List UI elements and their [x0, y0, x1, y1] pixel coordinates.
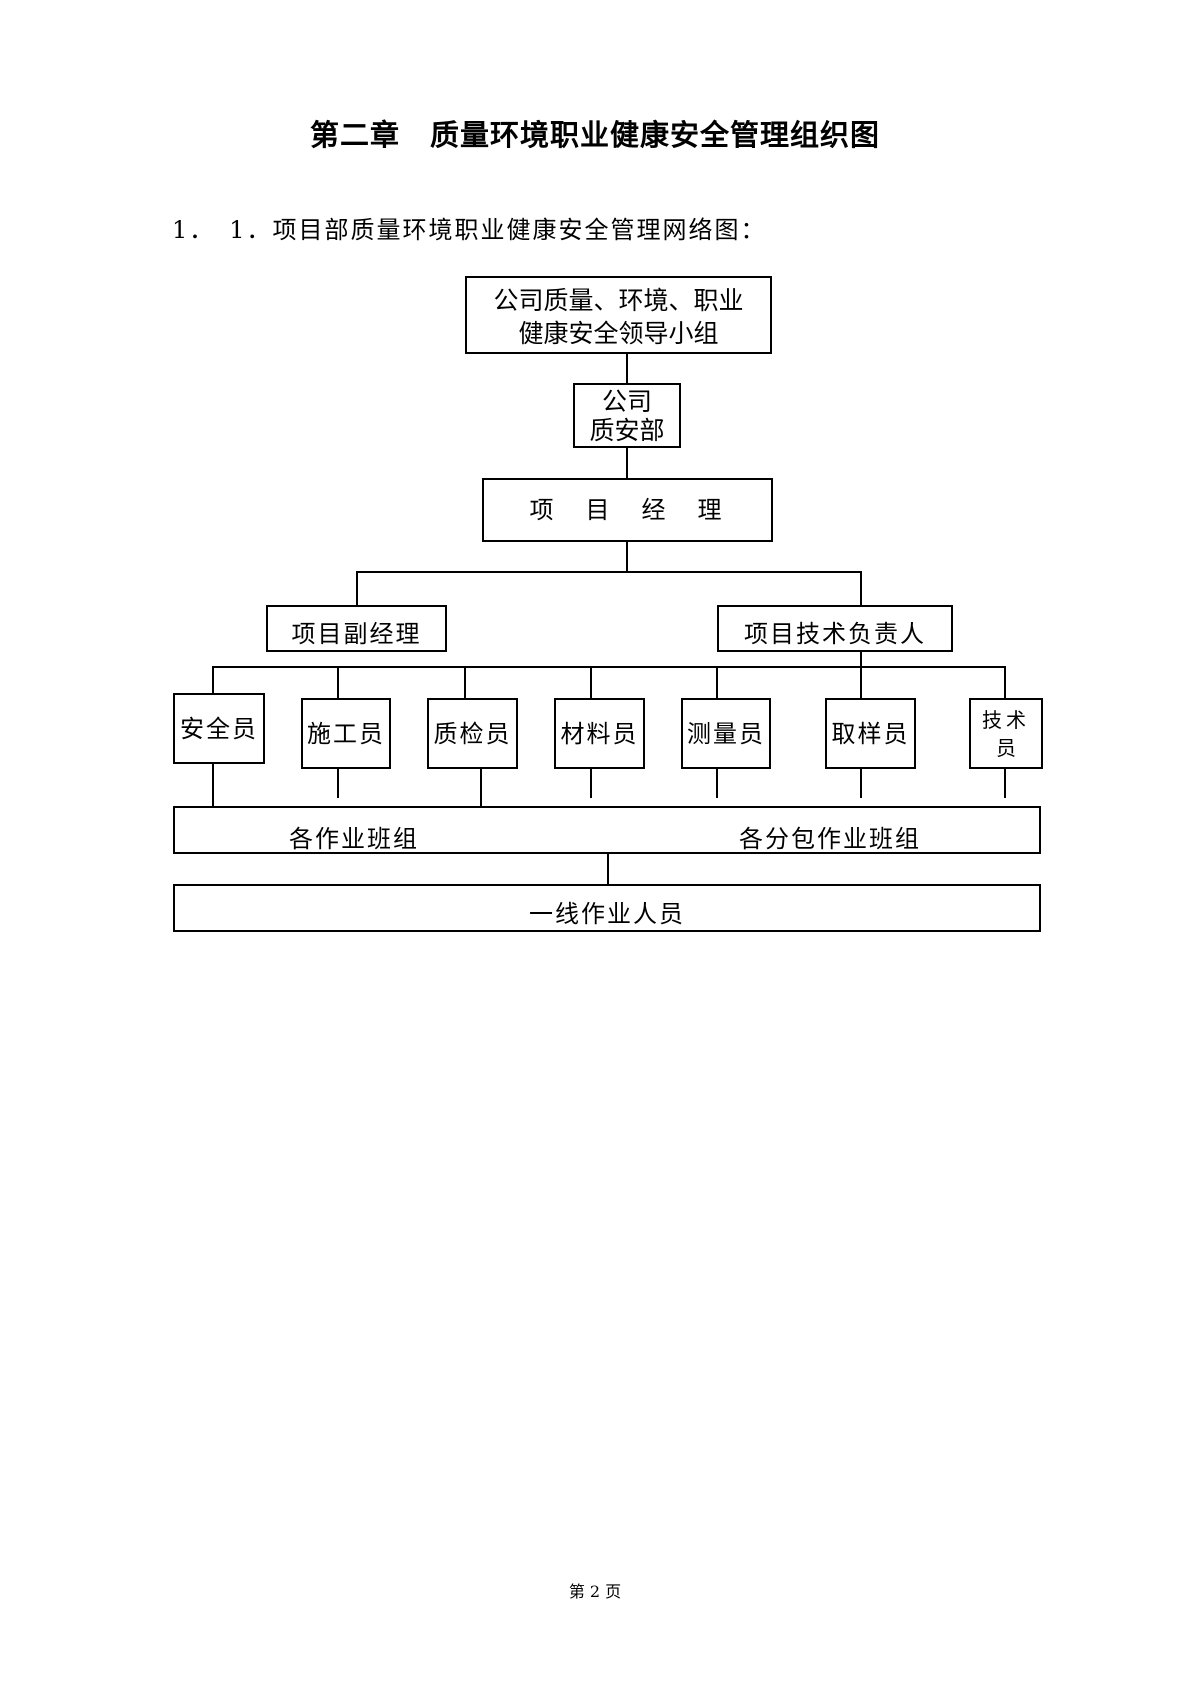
- staff-construction-label: 施工员: [307, 719, 385, 748]
- technical-lead-box: 项目技术负责人: [717, 605, 953, 652]
- qa-department-box: 公司 质安部: [573, 383, 681, 448]
- connector-line: [716, 666, 718, 698]
- work-teams-left-label: 各作业班组: [289, 825, 419, 853]
- staff-sampling-box: 取样员: [825, 698, 916, 769]
- staff-construction-box: 施工员: [301, 698, 391, 769]
- connector-line: [212, 762, 214, 806]
- connector-line: [626, 448, 628, 478]
- staff-quality-box: 质检员: [427, 698, 518, 769]
- staff-survey-label: 测量员: [687, 719, 765, 748]
- work-teams-right-label: 各分包作业班组: [739, 825, 921, 853]
- connector-line: [860, 650, 862, 698]
- leading-group-box: 公司质量、环境、职业健康安全领导小组: [465, 276, 772, 354]
- staff-survey-box: 测量员: [681, 698, 771, 769]
- connector-line: [212, 666, 1006, 668]
- staff-sampling-label: 取样员: [831, 719, 910, 748]
- project-manager-label: 项 目 经 理: [529, 496, 726, 524]
- section-heading: 1． 1．项目部质量环境职业健康安全管理网络图：: [172, 216, 767, 244]
- connector-line: [356, 571, 862, 573]
- connector-line: [626, 353, 628, 383]
- connector-line: [860, 767, 862, 798]
- connector-line: [590, 767, 592, 798]
- staff-technical-label-line1: 技术: [982, 707, 1030, 732]
- staff-technical-box: 技术 员: [969, 698, 1043, 769]
- staff-technical-label-line2: 员: [996, 735, 1016, 760]
- staff-materials-box: 材料员: [554, 698, 645, 769]
- connector-line: [716, 767, 718, 798]
- page-number: 第 2 页: [568, 1582, 622, 1601]
- staff-materials-label: 材料员: [560, 719, 639, 748]
- connector-line: [1004, 767, 1006, 798]
- project-manager-box: 项 目 经 理: [482, 478, 773, 542]
- frontline-staff-box: 一线作业人员: [173, 884, 1041, 932]
- connector-line: [356, 571, 358, 605]
- leading-group-label: 公司质量、环境、职业健康安全领导小组: [493, 286, 744, 348]
- work-teams-box: 各作业班组 各分包作业班组: [173, 806, 1041, 854]
- deputy-manager-label: 项目副经理: [291, 619, 422, 648]
- connector-line: [1004, 666, 1006, 698]
- qa-department-label-line1: 公司: [601, 386, 652, 416]
- qa-department-label-line2: 质安部: [589, 415, 665, 445]
- deputy-manager-box: 项目副经理: [266, 605, 447, 652]
- staff-quality-label: 质检员: [433, 719, 512, 748]
- technical-lead-label: 项目技术负责人: [744, 619, 926, 648]
- staff-safety-box: 安全员: [173, 693, 265, 764]
- staff-safety-label: 安全员: [180, 714, 258, 743]
- connector-line: [626, 540, 628, 572]
- connector-line: [607, 852, 609, 884]
- chapter-title: 第二章 质量环境职业健康安全管理组织图: [309, 118, 880, 152]
- connector-line: [337, 767, 339, 798]
- connector-line: [337, 666, 339, 698]
- frontline-staff-label: 一线作业人员: [529, 900, 685, 928]
- connector-line: [212, 666, 214, 693]
- connector-line: [860, 571, 862, 605]
- connector-line: [590, 666, 592, 698]
- connector-line: [480, 767, 482, 806]
- connector-line: [464, 666, 466, 698]
